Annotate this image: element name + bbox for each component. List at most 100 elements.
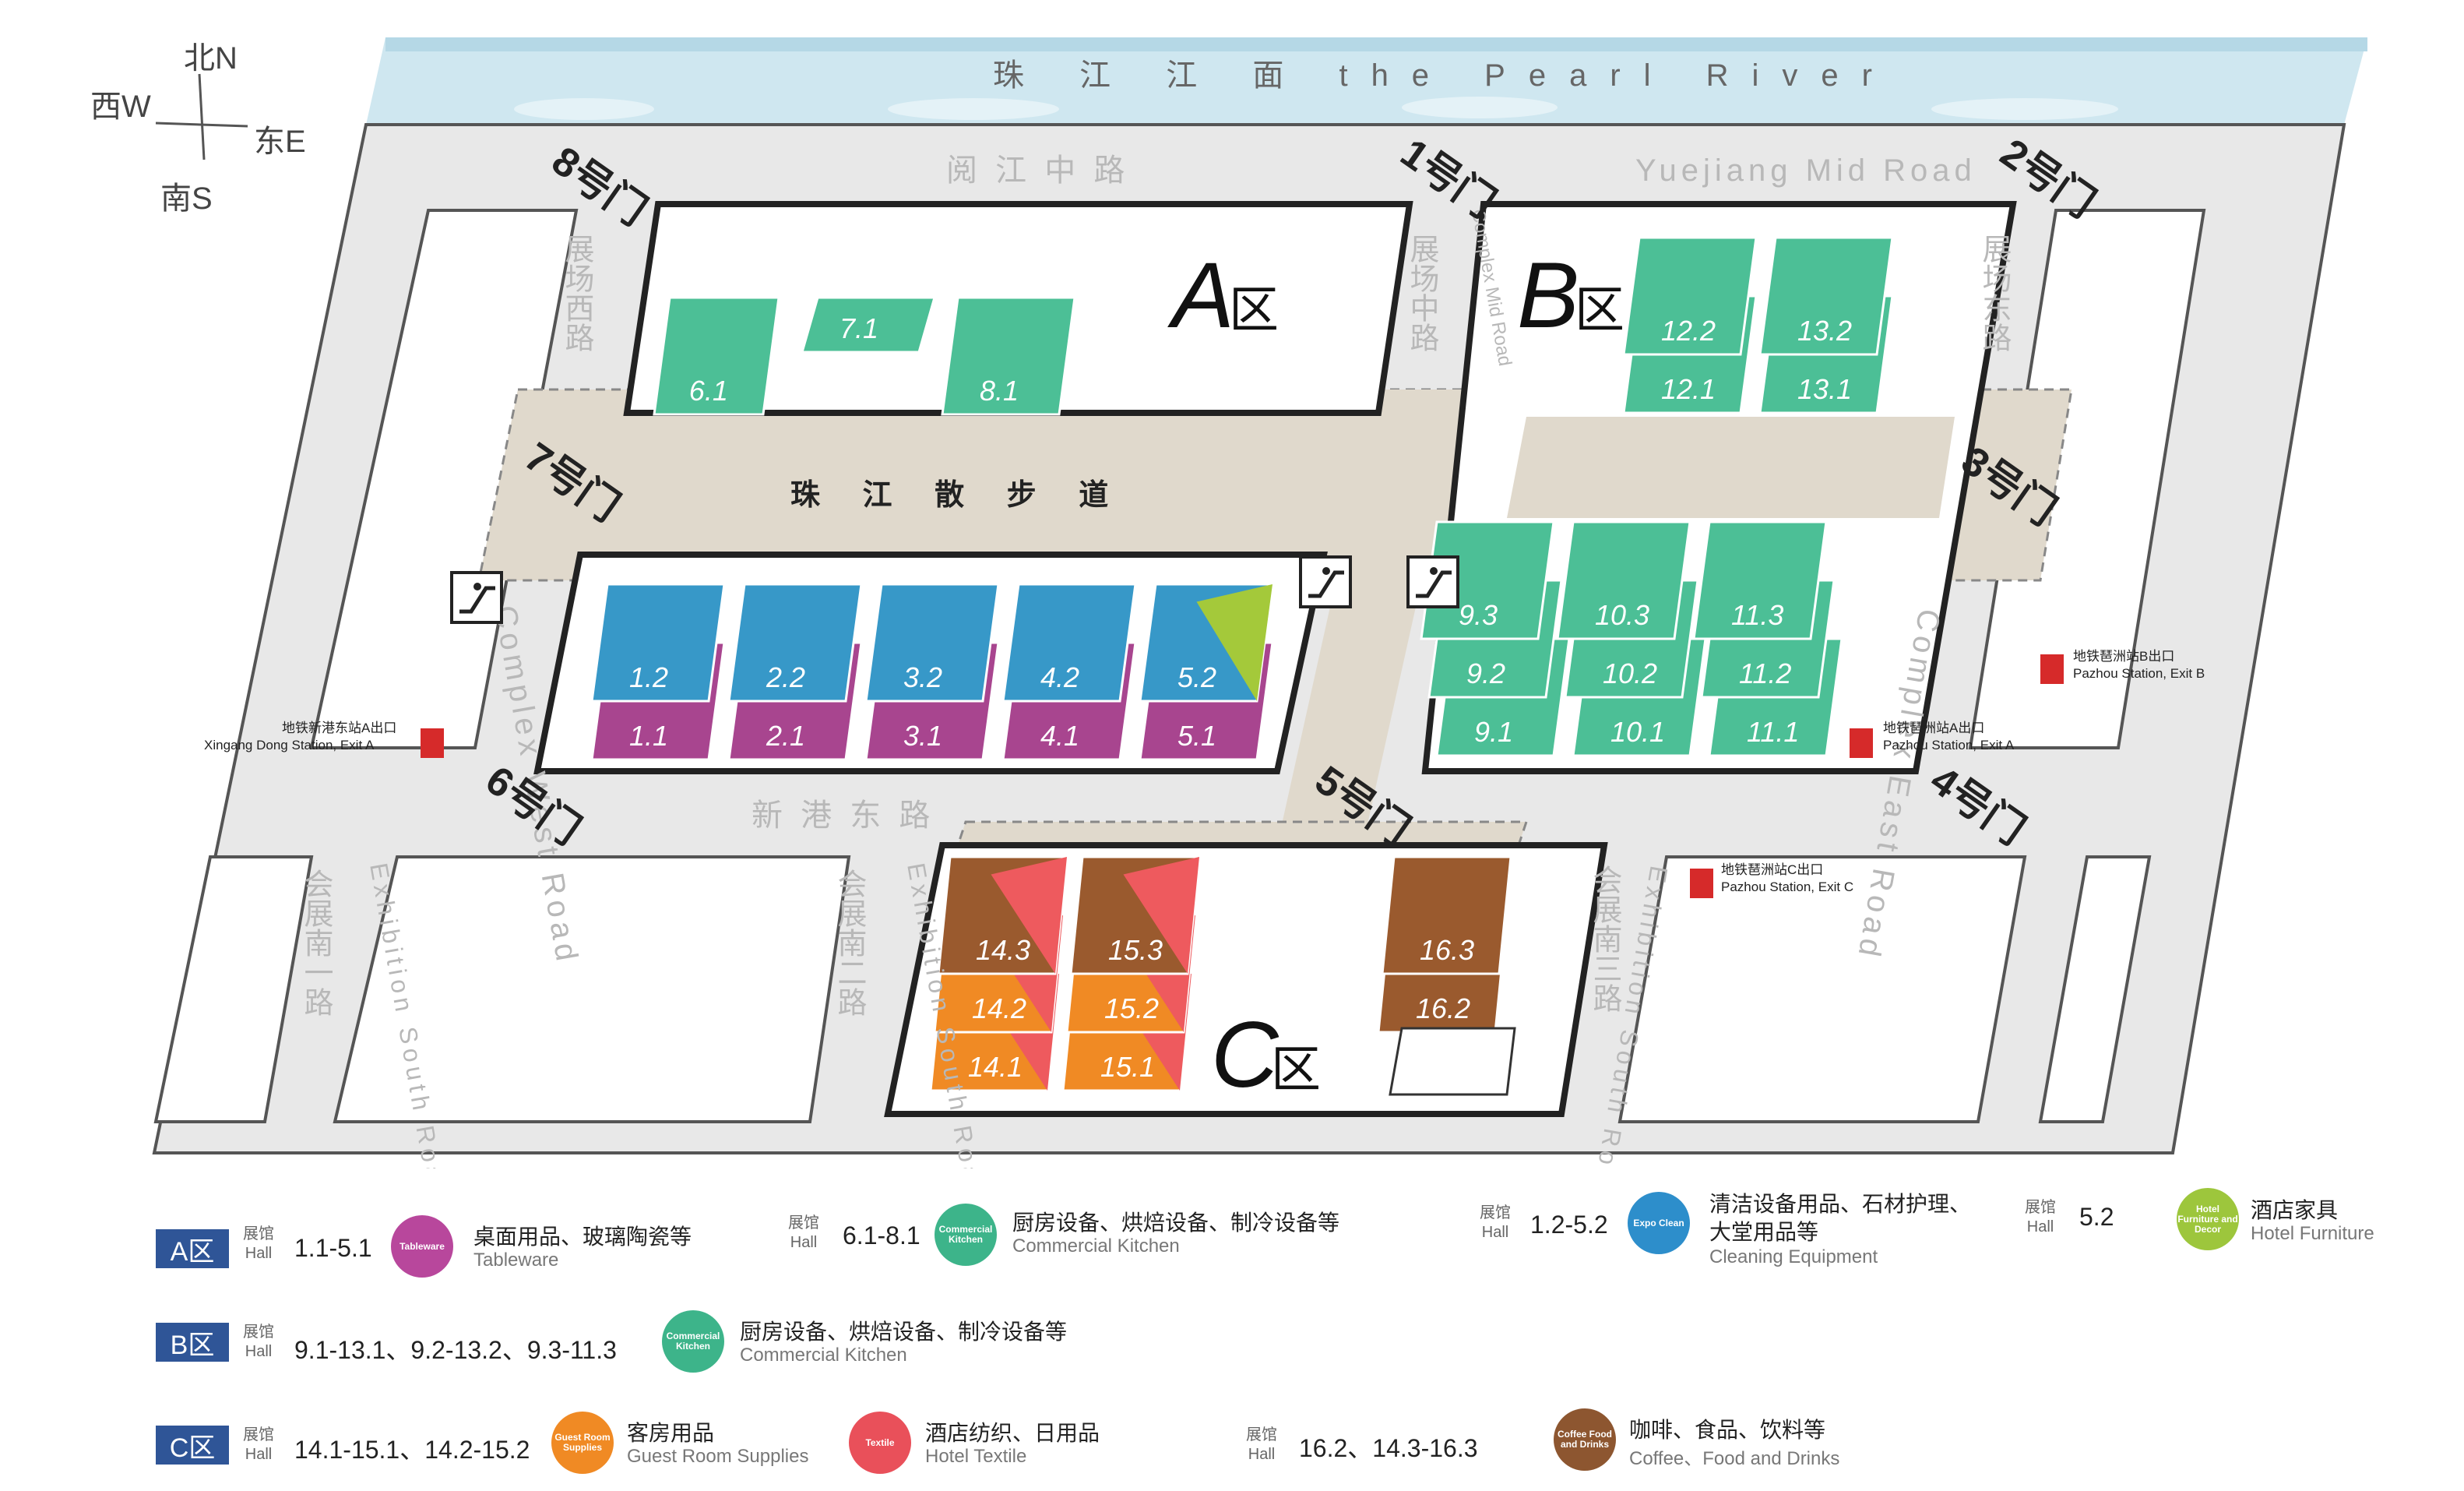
compass-north: 北N: [184, 41, 238, 76]
hall-label: 9.3: [1459, 599, 1498, 631]
hall-label: 14.3: [976, 934, 1030, 966]
metro-pazhou-b: 地铁琶洲站B出口 Pazhou Station, Exit B: [2040, 649, 2205, 684]
hall-4-2[interactable]: 4.2: [1001, 583, 1137, 703]
hall-label: 13.2: [1797, 315, 1852, 347]
metro-icon: [1850, 728, 1873, 758]
hall-16-1-outline: [1389, 1027, 1516, 1096]
legend-range: 1.2-5.2: [1530, 1211, 1608, 1239]
hall-label: 15.3: [1108, 934, 1163, 966]
hotel-textile-icon: Textile: [849, 1412, 911, 1474]
hall-label: 4.2: [1040, 661, 1079, 693]
hall-label: 10.3: [1595, 599, 1649, 631]
zone-a-suffix: 区: [1229, 282, 1279, 338]
hall-label: 15.2: [1104, 992, 1159, 1024]
hall-label: 10.1: [1610, 716, 1665, 748]
legend-category-en: Commercial Kitchen: [740, 1345, 907, 1366]
hall-label: 11.2: [1739, 657, 1791, 689]
metro-pazhou-c: 地铁琶洲站C出口 Pazhou Station, Exit C: [1690, 862, 1853, 898]
cleaning-equipment-icon: Expo Clean: [1628, 1192, 1690, 1254]
legend-category-cn: 咖啡、食品、饮料等: [1629, 1418, 1826, 1442]
escalator-icon: [450, 571, 503, 624]
hall-14-3[interactable]: 14.3: [937, 855, 1068, 975]
zone-c-letter: C: [1211, 1003, 1280, 1107]
hall-10-3[interactable]: 10.3: [1556, 520, 1691, 640]
road-complex-mid-cn: 展场中路: [1405, 234, 1438, 352]
hall-1-2[interactable]: 1.2: [590, 583, 726, 703]
hall-label: 12.1: [1661, 373, 1716, 405]
venue-map: 珠 江 江 面 the Pearl River 北N 南S 东E 西W 珠 江 …: [90, 37, 2367, 1168]
zone-b-promenade-strip: [1507, 417, 1955, 518]
legend-range: 9.1-13.1、9.2-13.2、9.3-11.3: [294, 1336, 617, 1364]
svg-text:地铁琶洲站A出口: 地铁琶洲站A出口: [1883, 721, 1984, 735]
legend-category-cn: 厨房设备、烘焙设备、制冷设备等: [1012, 1211, 1340, 1235]
svg-text:地铁新港东站A出口: 地铁新港东站A出口: [282, 721, 396, 735]
legend-category-en: Commercial Kitchen: [1012, 1235, 1180, 1257]
legend-category-en: Hotel Furniture: [2251, 1223, 2374, 1244]
legend-zone-a: A区: [156, 1229, 229, 1268]
legend-category-en: Tableware: [473, 1250, 559, 1271]
road-complex-east-cn: 展场东路: [1977, 234, 2011, 352]
hall-12-2[interactable]: 12.2: [1622, 236, 1758, 356]
road-yuejiang-cn: 阅 江 中 路: [946, 153, 1129, 188]
hall-label: 8.1: [980, 375, 1019, 407]
zone-a-letter: A: [1167, 243, 1234, 347]
legend-zone-c: C区: [156, 1426, 229, 1465]
road-south-3-cn: 会展南三路: [1588, 865, 1621, 1013]
hall-11-3[interactable]: 11.3: [1692, 520, 1828, 640]
hall-label: 10.2: [1603, 657, 1657, 689]
south-block-1: [153, 855, 314, 1123]
hall-5-2[interactable]: 5.2: [1139, 583, 1274, 703]
hall-label: 14.2: [972, 992, 1026, 1024]
road-south-2-cn: 会展南二路: [832, 869, 866, 1017]
hall-label: 14.1: [968, 1051, 1023, 1083]
hall-15-3[interactable]: 15.3: [1069, 855, 1201, 975]
commercial-kitchen-icon: Commercial Kitchen: [662, 1310, 724, 1373]
promenade-label: 珠 江 散 步 道: [790, 479, 1125, 512]
metro-pazhou-a: 地铁琶洲站A出口 Pazhou Station, Exit A: [1850, 721, 2015, 758]
hall-label: 16.3: [1420, 934, 1474, 966]
hall-label: 11.1: [1747, 716, 1799, 748]
zone-b-letter: B: [1517, 243, 1579, 347]
hall-label: 1.2: [629, 661, 668, 693]
compass-west: 西W: [90, 90, 151, 124]
metro-icon: [1690, 869, 1713, 898]
legend-range: 14.1-15.1、14.2-15.2: [294, 1436, 530, 1464]
hall-9-3[interactable]: 9.3: [1420, 520, 1555, 640]
legend-category-cn: 酒店纺织、日用品: [925, 1421, 1100, 1445]
hall-label: 3.2: [903, 661, 942, 693]
svg-text:地铁琶洲站C出口: 地铁琶洲站C出口: [1721, 862, 1823, 877]
legend-category-cn: 厨房设备、烘焙设备、制冷设备等: [740, 1320, 1068, 1344]
hall-2-2[interactable]: 2.2: [727, 583, 863, 703]
zone-b-suffix: 区: [1575, 282, 1624, 338]
escalator-icon: [1406, 555, 1459, 608]
road-yuejiang-en: Yuejiang Mid Road: [1635, 153, 1976, 188]
commercial-kitchen-icon: Commercial Kitchen: [935, 1204, 997, 1266]
road-complex-west-cn: 展场西路: [560, 234, 593, 352]
hall-label: 16.2: [1416, 992, 1470, 1024]
metro-icon: [2040, 654, 2064, 684]
hall-6-1[interactable]: 6.1: [653, 296, 780, 416]
hall-13-2[interactable]: 13.2: [1758, 236, 1894, 356]
hall-3-2[interactable]: 3.2: [864, 583, 1000, 703]
escalator-icon: [1299, 555, 1352, 608]
legend-category-cn: 酒店家具: [2251, 1198, 2339, 1222]
hall-8-1[interactable]: 8.1: [941, 296, 1076, 416]
hall-label: 3.1: [903, 720, 942, 752]
legend-category-en: Guest Room Supplies: [627, 1446, 809, 1467]
road-south-1-cn: 会展南一路: [299, 869, 333, 1017]
metro-icon: [421, 728, 444, 758]
west-block: [309, 209, 579, 749]
compass-east: 东E: [254, 125, 306, 159]
hall-7-1[interactable]: 7.1: [801, 296, 936, 354]
hall-label: 2.1: [766, 720, 805, 752]
svg-text:Xingang Dong Station, Exit A: Xingang Dong Station, Exit A: [204, 738, 375, 753]
pearl-river: 珠 江 江 面 the Pearl River: [366, 37, 2367, 125]
south-block-4: [1617, 855, 2027, 1123]
promenade-mid-walk: [1277, 389, 1464, 845]
hall-label: 5.1: [1177, 720, 1216, 752]
hall-16-3[interactable]: 16.3: [1381, 855, 1512, 975]
south-block-2: [333, 855, 851, 1123]
